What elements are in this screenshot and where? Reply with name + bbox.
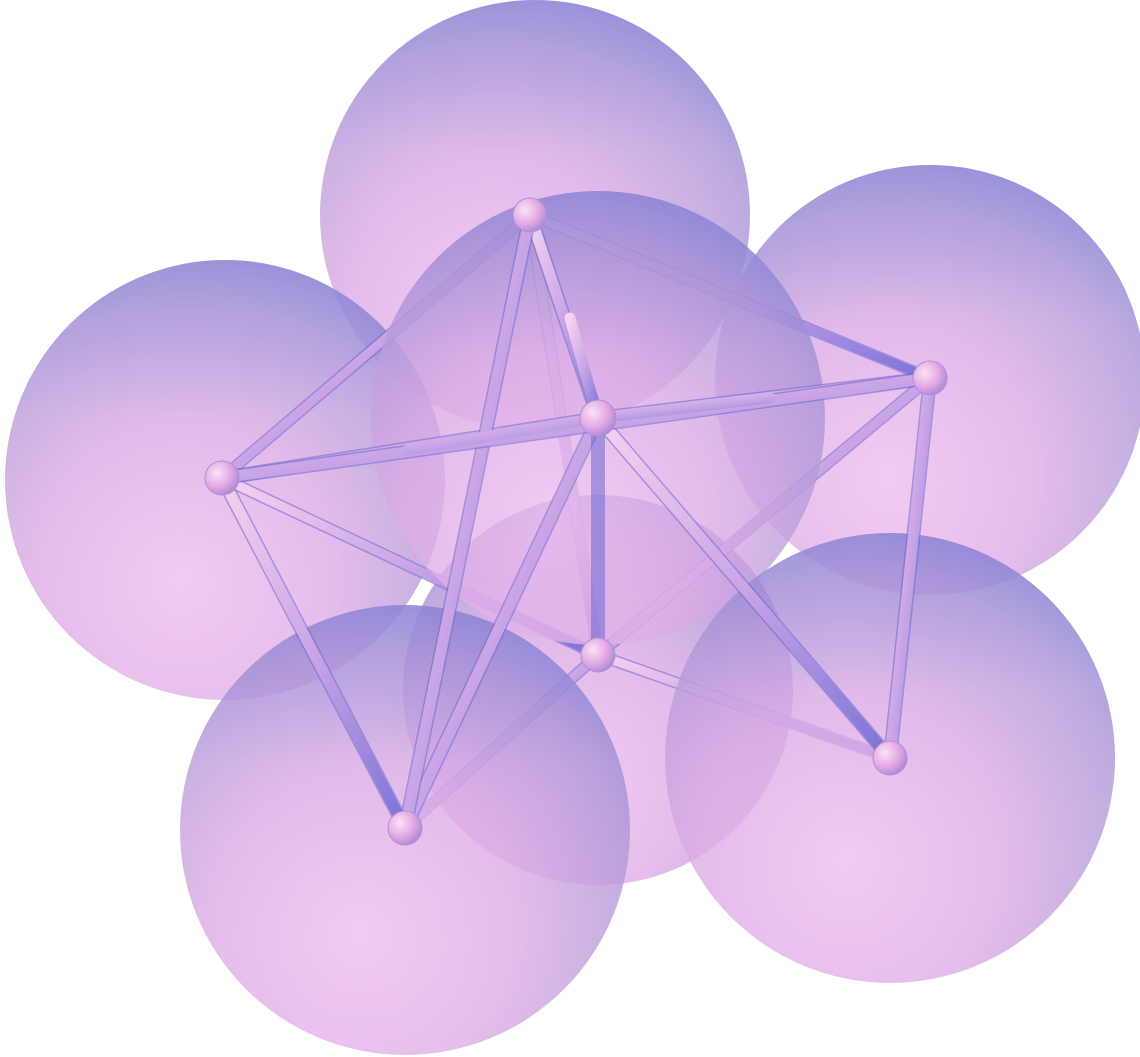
vertex-atom-br [873, 741, 907, 775]
vertex-atom-top [513, 198, 547, 232]
vertex-atom-center [580, 400, 616, 436]
vertex-atom-bl [388, 811, 422, 845]
vertex-atom-left [205, 461, 239, 495]
vertex-atom-right [913, 361, 947, 395]
vertex-atom-bc [581, 638, 615, 672]
